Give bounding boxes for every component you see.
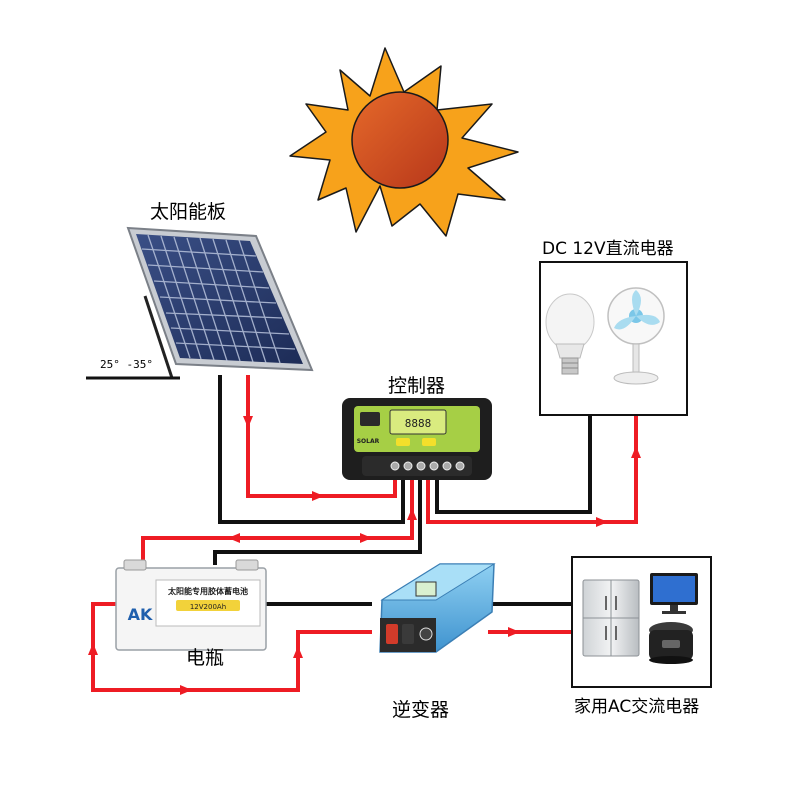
dc-positive-wire xyxy=(426,416,638,524)
dc-appliances-label: DC 12V直流电器 xyxy=(542,239,674,259)
battery: 太阳能专用胶体蓄电池 12V200Ah AK xyxy=(115,559,267,651)
sun-core xyxy=(351,91,449,189)
charge-controller: 8888 SOLAR xyxy=(342,398,492,480)
inverter xyxy=(379,563,496,653)
current-arrows xyxy=(88,416,641,695)
inverter-label: 逆变器 xyxy=(392,699,449,721)
battery-brand: AK xyxy=(128,605,153,624)
controller-display-text: 8888 xyxy=(405,417,432,430)
arrow-icon xyxy=(88,643,98,655)
led-bulb-icon xyxy=(545,293,595,375)
battery-positive-wire xyxy=(141,478,414,560)
dc-appliances xyxy=(539,261,688,416)
arrow-icon xyxy=(180,685,192,695)
controller-brand: SOLAR xyxy=(357,438,380,445)
solar-panel-label: 太阳能板 xyxy=(150,201,226,223)
arrow-icon xyxy=(407,508,417,520)
refrigerator-icon xyxy=(582,579,640,657)
fan-icon xyxy=(607,287,665,385)
ac-appliances-label: 家用AC交流电器 xyxy=(574,697,699,717)
rice-cooker-icon xyxy=(649,622,693,664)
dc-negative-wire xyxy=(435,416,592,514)
inverter-lcd xyxy=(415,581,437,597)
arrow-icon xyxy=(228,533,240,543)
battery-label: 电瓶 xyxy=(186,647,224,669)
inverter-positive-wire xyxy=(91,602,372,692)
controller-lcd xyxy=(389,409,447,435)
arrow-icon xyxy=(596,517,608,527)
battery-spec: 12V200Ah xyxy=(190,603,226,611)
monitor-icon xyxy=(650,573,698,614)
arrow-icon xyxy=(360,533,372,543)
panel-negative-wire xyxy=(218,375,405,524)
controller-label: 控制器 xyxy=(388,375,445,397)
solar-panel xyxy=(86,226,314,380)
arrow-icon xyxy=(631,446,641,458)
arrow-icon xyxy=(293,646,303,658)
arrow-icon xyxy=(312,491,324,501)
arrow-icon xyxy=(243,416,253,428)
ac-appliances xyxy=(571,556,712,688)
sun-icon xyxy=(289,47,519,237)
panel-stand xyxy=(143,295,174,379)
battery-negative-wire xyxy=(213,478,422,565)
tilt-angle-label: 25° -35° xyxy=(100,358,153,371)
arrow-icon xyxy=(508,627,520,637)
battery-title: 太阳能专用胶体蓄电池 xyxy=(167,586,248,596)
